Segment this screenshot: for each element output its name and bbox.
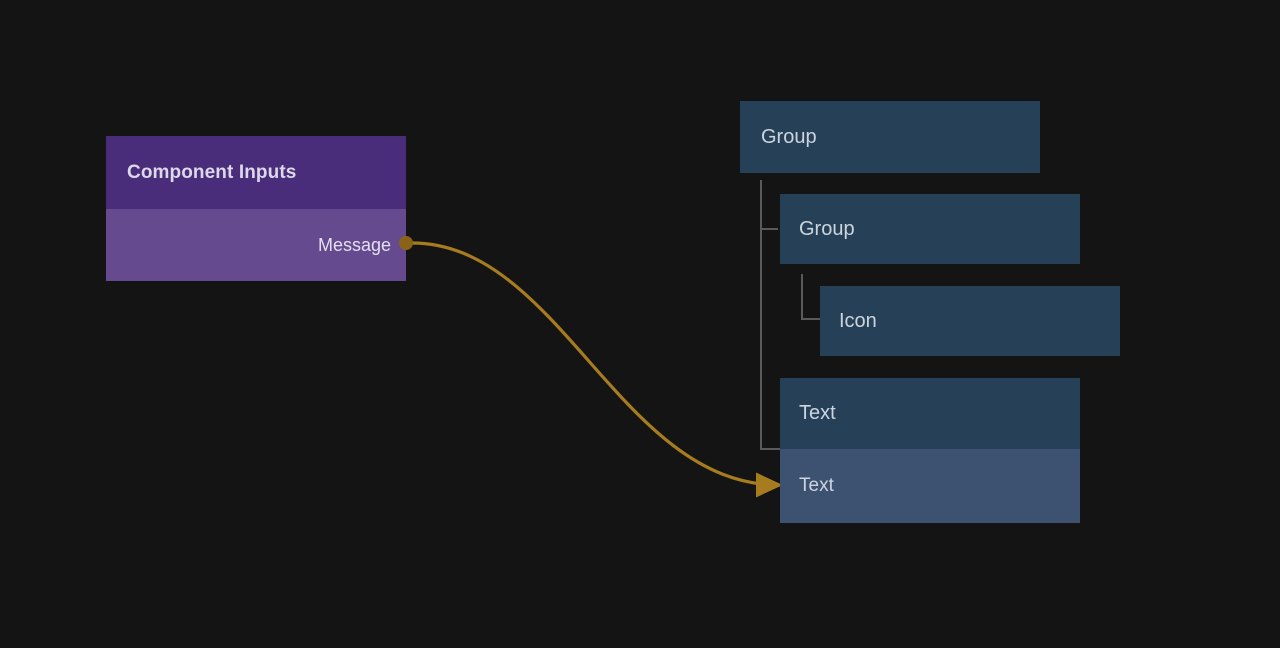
node-group-root[interactable]: Group [740,101,1040,173]
node-icon-label: Icon [839,309,877,332]
node-group-root-header[interactable]: Group [740,101,1040,173]
node-text-header[interactable]: Text [780,378,1080,449]
node-text-body-label: Text [799,475,834,496]
node-text-body-row[interactable]: Text [780,449,1080,523]
node-group-child-header[interactable]: Group [780,194,1080,264]
node-icon-header[interactable]: Icon [820,286,1120,356]
output-port-dot-message[interactable] [399,236,413,250]
tree-guide-branch-icon [801,318,820,320]
node-text-label: Text [799,402,836,424]
node-group-child[interactable]: Group [780,194,1080,264]
node-group-root-label: Group [761,125,817,148]
tree-guide-branch-text [760,448,780,450]
port-label-message: Message [317,234,391,255]
node-component-inputs-port-row[interactable]: Message [106,209,406,281]
node-text[interactable]: Text Text [780,378,1080,523]
edge-message-to-text[interactable] [410,241,783,498]
node-component-inputs-title: Component Inputs [127,161,297,183]
tree-guide-vertical-level2 [801,274,803,320]
tree-guide-vertical-level1 [760,180,762,450]
node-icon[interactable]: Icon [820,286,1120,356]
node-component-inputs-header[interactable]: Component Inputs [106,136,406,209]
node-group-child-label: Group [799,217,855,240]
node-component-inputs[interactable]: Component Inputs Message [106,136,406,281]
tree-guide-branch-group-child [760,228,778,230]
